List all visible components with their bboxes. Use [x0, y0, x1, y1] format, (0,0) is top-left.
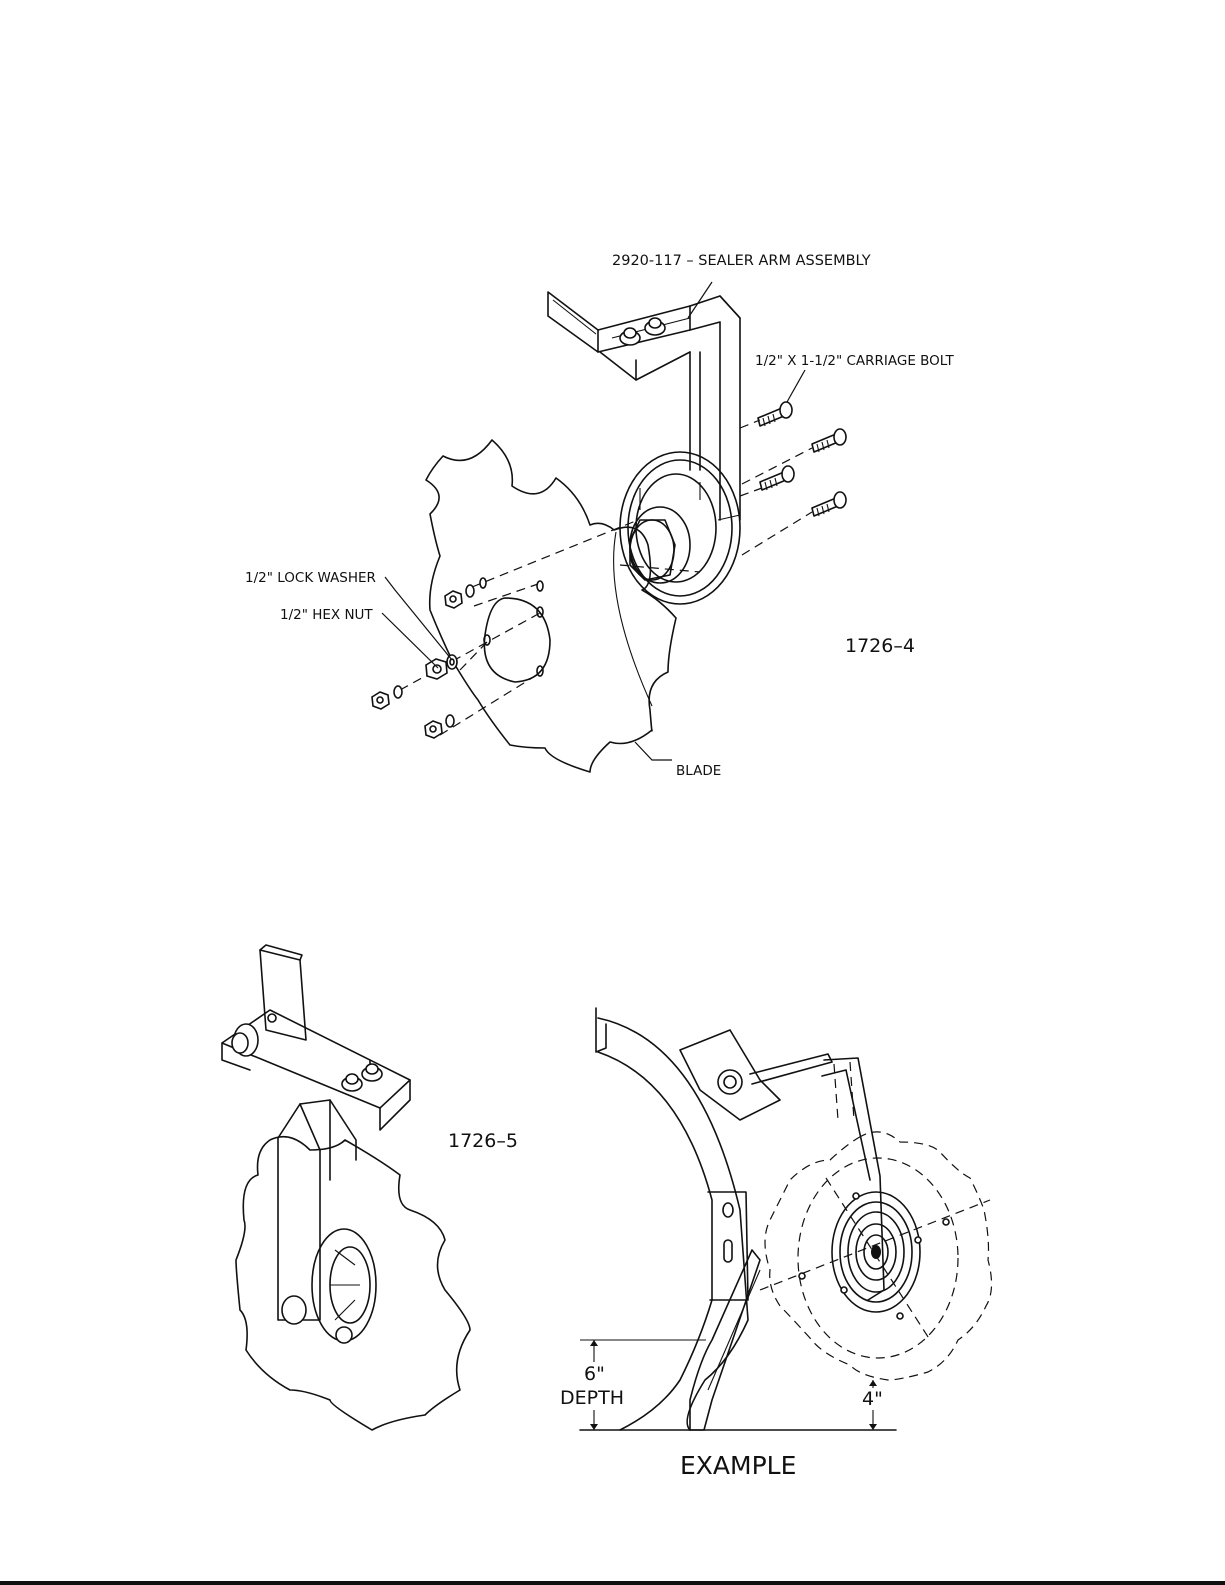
leader-hex-nut — [382, 613, 438, 668]
figure-1726-4: 2920-117 – SEALER ARM ASSEMBLY 1/2" X 1-… — [245, 253, 954, 779]
figure-id-1726-5: 1726–5 — [448, 1130, 518, 1152]
leader-carriage-bolt — [787, 370, 805, 402]
blade-offset-4in: 4" — [862, 1388, 883, 1410]
label-lock-washer: 1/2" LOCK WASHER — [245, 570, 376, 586]
figure-example: 6" DEPTH 4" EXAMPLE — [560, 1008, 992, 1480]
carriage-bolt-4 — [812, 492, 846, 516]
alignment-lines — [400, 420, 812, 735]
figure-id-1726-4: 1726–4 — [845, 635, 915, 657]
depth-label: DEPTH — [560, 1387, 624, 1409]
leader-blade — [635, 742, 672, 760]
hex-nut-3 — [372, 686, 402, 709]
figure-1726-5: 1726–5 — [222, 945, 518, 1430]
carriage-bolt-1 — [758, 402, 792, 426]
footer-rule — [0, 1581, 1225, 1585]
carriage-bolt-2 — [812, 429, 846, 452]
caption-example: EXAMPLE — [680, 1451, 796, 1480]
label-hex-nut: 1/2" HEX NUT — [280, 607, 373, 623]
blade-drawing — [426, 440, 676, 772]
carriage-bolts-drawing — [758, 402, 846, 516]
sealer-arm-drawing — [548, 292, 740, 520]
hex-nut-4 — [425, 715, 454, 738]
bearing-hub-drawing — [620, 452, 740, 604]
leader-lock-washer — [385, 577, 452, 660]
label-blade: BLADE — [676, 763, 721, 779]
label-sealer-arm-assembly: 2920-117 – SEALER ARM ASSEMBLY — [612, 253, 871, 269]
hex-nut-2 — [426, 655, 457, 679]
label-carriage-bolt: 1/2" X 1-1/2" CARRIAGE BOLT — [755, 353, 954, 369]
carriage-bolt-3 — [760, 466, 794, 490]
depth-value-6in: 6" — [584, 1363, 605, 1385]
